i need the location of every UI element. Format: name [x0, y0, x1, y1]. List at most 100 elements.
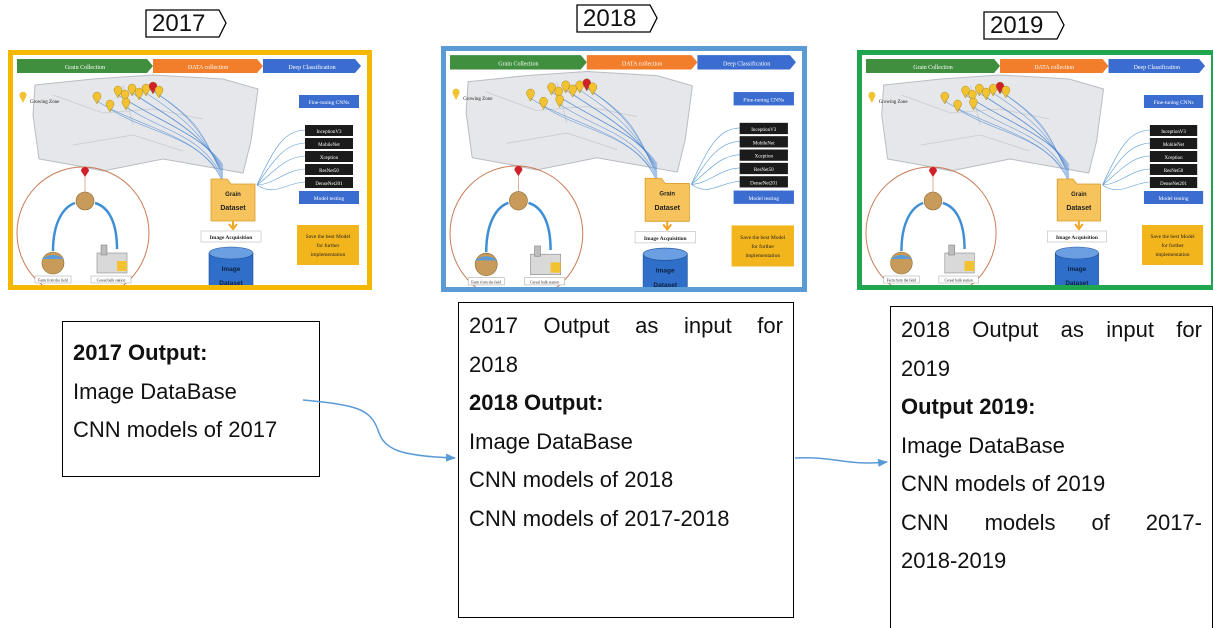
location-pin-icon	[134, 87, 144, 101]
save-model-box	[1141, 225, 1204, 265]
location-pin-icon	[547, 82, 556, 96]
location-pin-icon	[120, 89, 130, 103]
location-pin-icon	[105, 99, 115, 113]
fine-tuning-label: Fine-tuning CNNs	[743, 97, 784, 103]
model-box	[305, 177, 353, 188]
model-link	[691, 167, 740, 185]
location-pin-icon	[121, 97, 131, 111]
image-acquisition-label: Image Acquisition	[644, 236, 688, 242]
truck-icon	[117, 261, 127, 271]
save-model-label: implementation	[311, 252, 346, 258]
output-heading: 2018 Output:	[469, 390, 604, 415]
output-word: as	[1060, 317, 1084, 342]
flow-line	[957, 108, 1070, 184]
location-pin-icon	[141, 83, 151, 97]
model-link	[256, 168, 306, 186]
flow-line	[96, 100, 224, 182]
arrow-2018-to-2019	[794, 456, 888, 467]
flow-line	[973, 106, 1070, 180]
grain-dataset-folder-icon	[644, 177, 690, 222]
model-label: Xception	[1165, 156, 1184, 161]
image-acquisition-box	[1047, 230, 1107, 243]
model-box	[1149, 125, 1198, 136]
flow-line	[992, 92, 1070, 174]
model-testing-label: Model testing	[749, 196, 780, 202]
location-pin-icon	[81, 167, 89, 177]
image-dataset-cylinder-icon	[208, 253, 254, 285]
location-pin-icon	[588, 82, 598, 96]
output-line: 2018-2019	[901, 548, 1007, 573]
output-word: Output	[972, 317, 1039, 342]
output-word: 2018	[901, 317, 950, 342]
grain-dataset-folder-icon	[210, 178, 256, 222]
model-testing-box	[299, 191, 359, 204]
flow-line	[559, 104, 658, 179]
model-box	[305, 164, 353, 175]
plant-label: Cereal bulk station	[97, 279, 126, 283]
model-box	[739, 162, 788, 175]
flow-line	[558, 95, 658, 167]
growing-zone-label: Growing Zone	[30, 100, 60, 105]
stage-label: Deep Classification	[288, 64, 335, 71]
down-arrow-icon	[1074, 221, 1084, 231]
location-pin-icon	[575, 80, 584, 94]
model-box	[1149, 177, 1198, 188]
model-label: DenseNet201	[750, 180, 778, 186]
flow-line	[986, 96, 1070, 172]
grain-dataset-label: Grain	[1071, 192, 1087, 198]
farm-sky	[42, 255, 64, 259]
stage-ribbon	[263, 59, 361, 73]
save-model-label: for further	[1161, 242, 1184, 249]
fine-tuning-box	[1143, 95, 1204, 108]
stage-label: DATA collection	[188, 65, 228, 71]
cycle-arrow	[528, 201, 552, 251]
model-link	[691, 140, 740, 185]
truck-icon	[550, 262, 561, 273]
stage-ribbon	[153, 59, 263, 73]
location-pin-icon	[961, 85, 970, 99]
location-pin-icon	[953, 99, 962, 113]
model-link	[1102, 155, 1150, 186]
output-heading: 2017 Output:	[73, 340, 208, 365]
farm-sky	[890, 255, 913, 259]
save-model-label: implementation	[745, 253, 780, 259]
save-model-label: for further	[317, 242, 340, 249]
grain-dataset-label: Dataset	[655, 204, 681, 212]
image-dataset-label: Image	[1068, 266, 1087, 273]
silo-icon	[948, 244, 955, 256]
grain-dataset-folder-icon	[1056, 178, 1101, 222]
stage-label: Deep Classification	[1134, 64, 1180, 71]
model-label: DenseNet201	[1160, 182, 1187, 187]
model-box	[305, 125, 353, 136]
location-pin-icon	[1001, 85, 1011, 99]
model-link	[256, 129, 306, 186]
model-testing-label: Model testing	[314, 196, 345, 202]
output-line: 2018	[469, 351, 518, 377]
model-box	[1149, 138, 1198, 149]
location-pin-icon	[154, 85, 164, 99]
model-box	[1149, 151, 1198, 162]
flow-line	[145, 92, 224, 174]
grain-sample-icon	[75, 191, 95, 211]
fine-tuning-label: Fine-tuning CNNs	[309, 100, 350, 106]
output-word: of	[1091, 509, 1110, 535]
model-link	[1102, 129, 1150, 186]
save-model-box	[731, 225, 794, 267]
grain-collection-circle	[16, 166, 150, 285]
output-word: models	[984, 509, 1056, 535]
down-arrow-icon	[228, 221, 238, 231]
location-pin-icon	[940, 91, 949, 105]
down-arrow-icon	[662, 221, 673, 232]
image-dataset-label: Dataset	[219, 280, 243, 285]
farm-label-box	[883, 275, 920, 284]
save-model-label: implementation	[1156, 252, 1190, 258]
plant-label-box	[938, 275, 979, 284]
